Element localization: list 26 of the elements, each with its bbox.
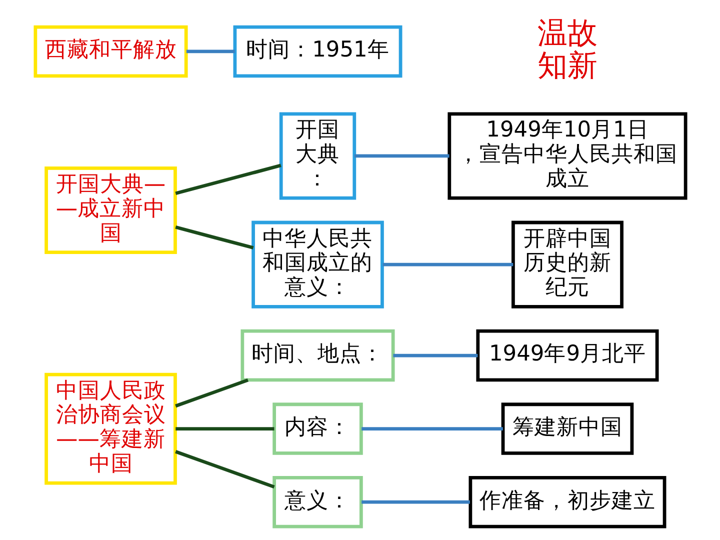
connector (174, 450, 274, 489)
node-box: 中国人民政治协商会议——筹建新中国 (44, 372, 176, 485)
connector (361, 427, 502, 430)
label: 温故知新 (536, 16, 597, 84)
connector (186, 50, 234, 54)
node-box: 内容： (272, 402, 362, 455)
connector (174, 164, 281, 196)
node-box: 作准备，初步建立 (468, 476, 666, 528)
node-box: 1949年9月北平 (476, 329, 658, 382)
connector (174, 378, 248, 408)
connector (382, 262, 513, 266)
node-box: 开辟中国历史的新纪元 (511, 220, 623, 308)
node-box: 1949年10月1日，宣告中华人民共和国成立 (447, 112, 687, 200)
connector (392, 354, 478, 358)
node-box: 西藏和平解放 (33, 25, 188, 78)
node-box: 时间、地点： (240, 329, 394, 382)
connector (354, 154, 449, 158)
node-box: 时间：1951年 (232, 25, 402, 78)
connector (361, 500, 470, 504)
node-box: 意义： (272, 476, 362, 528)
node-box: 开国大典： (278, 112, 356, 200)
connector (175, 427, 274, 430)
connector (174, 226, 254, 250)
node-box: 开国大典——成立新中国 (44, 166, 176, 254)
node-box: 中华人民共和国成立的意义： (251, 220, 384, 308)
node-box: 筹建新中国 (500, 402, 634, 455)
